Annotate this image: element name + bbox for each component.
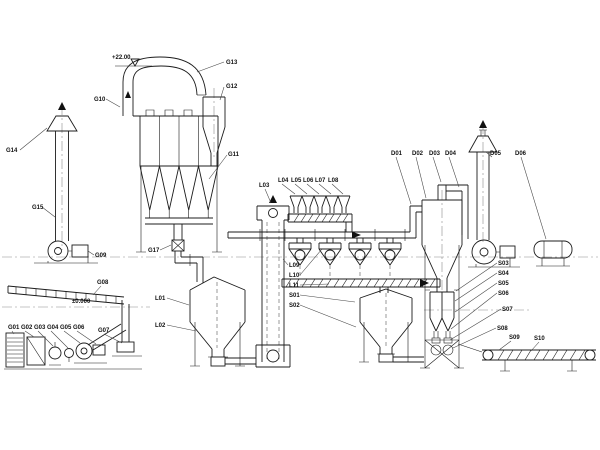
label-s06: S06 [498, 291, 509, 297]
label-l06: L06 [303, 178, 314, 184]
label-l04: L04 [278, 178, 289, 184]
label-elevation-top: +22.00 [112, 55, 131, 61]
label-g11: G11 [228, 152, 240, 158]
label-d06: D06 [515, 151, 527, 157]
label-l05: L05 [291, 178, 302, 184]
cyclone-right [421, 185, 463, 292]
label-l09: L09 [289, 263, 300, 269]
label-s09: S09 [509, 335, 520, 341]
feeder-funnels [289, 195, 351, 213]
hopper2-discharge-conveyor [393, 356, 424, 363]
valve-discharge-pipe [174, 251, 204, 283]
label-s01: S01 [289, 293, 300, 299]
label-s04: S04 [498, 271, 509, 277]
collecting-screw-conveyor [281, 278, 441, 293]
label-l01: L01 [155, 296, 166, 302]
belt-conveyor [482, 349, 596, 372]
label-l03: L03 [259, 183, 270, 189]
label-g07: G07 [98, 328, 110, 334]
label-g05: G05 [60, 325, 72, 331]
label-g17: G17 [148, 248, 160, 254]
drop-pipe-left [87, 300, 142, 357]
label-l10: L10 [289, 273, 300, 279]
fan-left [34, 240, 98, 264]
bucket-elevator [255, 205, 291, 368]
label-l07: L07 [315, 178, 326, 184]
label-s08: S08 [497, 326, 508, 332]
label-d03: D03 [429, 151, 441, 157]
packing-chute [457, 343, 483, 353]
label-l02: L02 [155, 323, 166, 329]
support-frame [420, 245, 464, 369]
label-d05: D05 [490, 151, 502, 157]
dosing-units [288, 238, 402, 278]
label-g10: G10 [94, 97, 106, 103]
flow-arrows [58, 91, 487, 287]
label-elevation-ground: ±0.000 [72, 299, 91, 305]
labels: +22.00 ±0.000 G13 G12 G10 G14 G11 G15 G1… [6, 55, 545, 342]
label-g08: G08 [97, 280, 109, 286]
label-g04: G04 [47, 325, 59, 331]
product-hopper-1 [189, 276, 246, 367]
inclined-screw-conveyor [7, 285, 125, 305]
leader-lines [11, 61, 547, 352]
fan-right [468, 239, 520, 268]
product-hopper-2 [359, 288, 413, 363]
label-g14: G14 [6, 148, 18, 154]
label-s02: S02 [289, 303, 300, 309]
label-g06: G06 [73, 325, 85, 331]
centerlines [2, 88, 598, 311]
label-s05: S05 [498, 281, 509, 287]
label-s07: S07 [502, 307, 513, 313]
exhaust-stack-left [46, 115, 78, 241]
label-l08: L08 [328, 178, 339, 184]
cyclone-outlet-duct [438, 184, 469, 239]
label-l11: L11 [289, 283, 300, 289]
label-g13: G13 [226, 60, 238, 66]
label-s10: S10 [534, 336, 545, 342]
silencer-box [533, 240, 573, 267]
bag-filter [133, 109, 222, 253]
label-d02: D02 [412, 151, 424, 157]
exhaust-stack-right [468, 129, 498, 240]
label-g12: G12 [226, 84, 238, 90]
label-g03: G03 [34, 325, 46, 331]
label-d01: D01 [391, 151, 403, 157]
label-s03: S03 [498, 261, 509, 267]
label-g09: G09 [95, 253, 107, 259]
feed-units-row [5, 332, 107, 368]
inlet-duct-arc [122, 56, 207, 116]
discharge-valve [171, 239, 185, 252]
hopper1-elevator-conveyor [225, 357, 256, 365]
main-transport-duct [227, 205, 422, 241]
label-g01: G01 [8, 325, 20, 331]
label-d04: D04 [445, 151, 457, 157]
label-g15: G15 [32, 205, 44, 211]
packing-station [429, 291, 455, 356]
label-g02: G02 [21, 325, 33, 331]
feeder-screw-conveyor [287, 213, 353, 232]
cyclone-small [202, 96, 226, 166]
